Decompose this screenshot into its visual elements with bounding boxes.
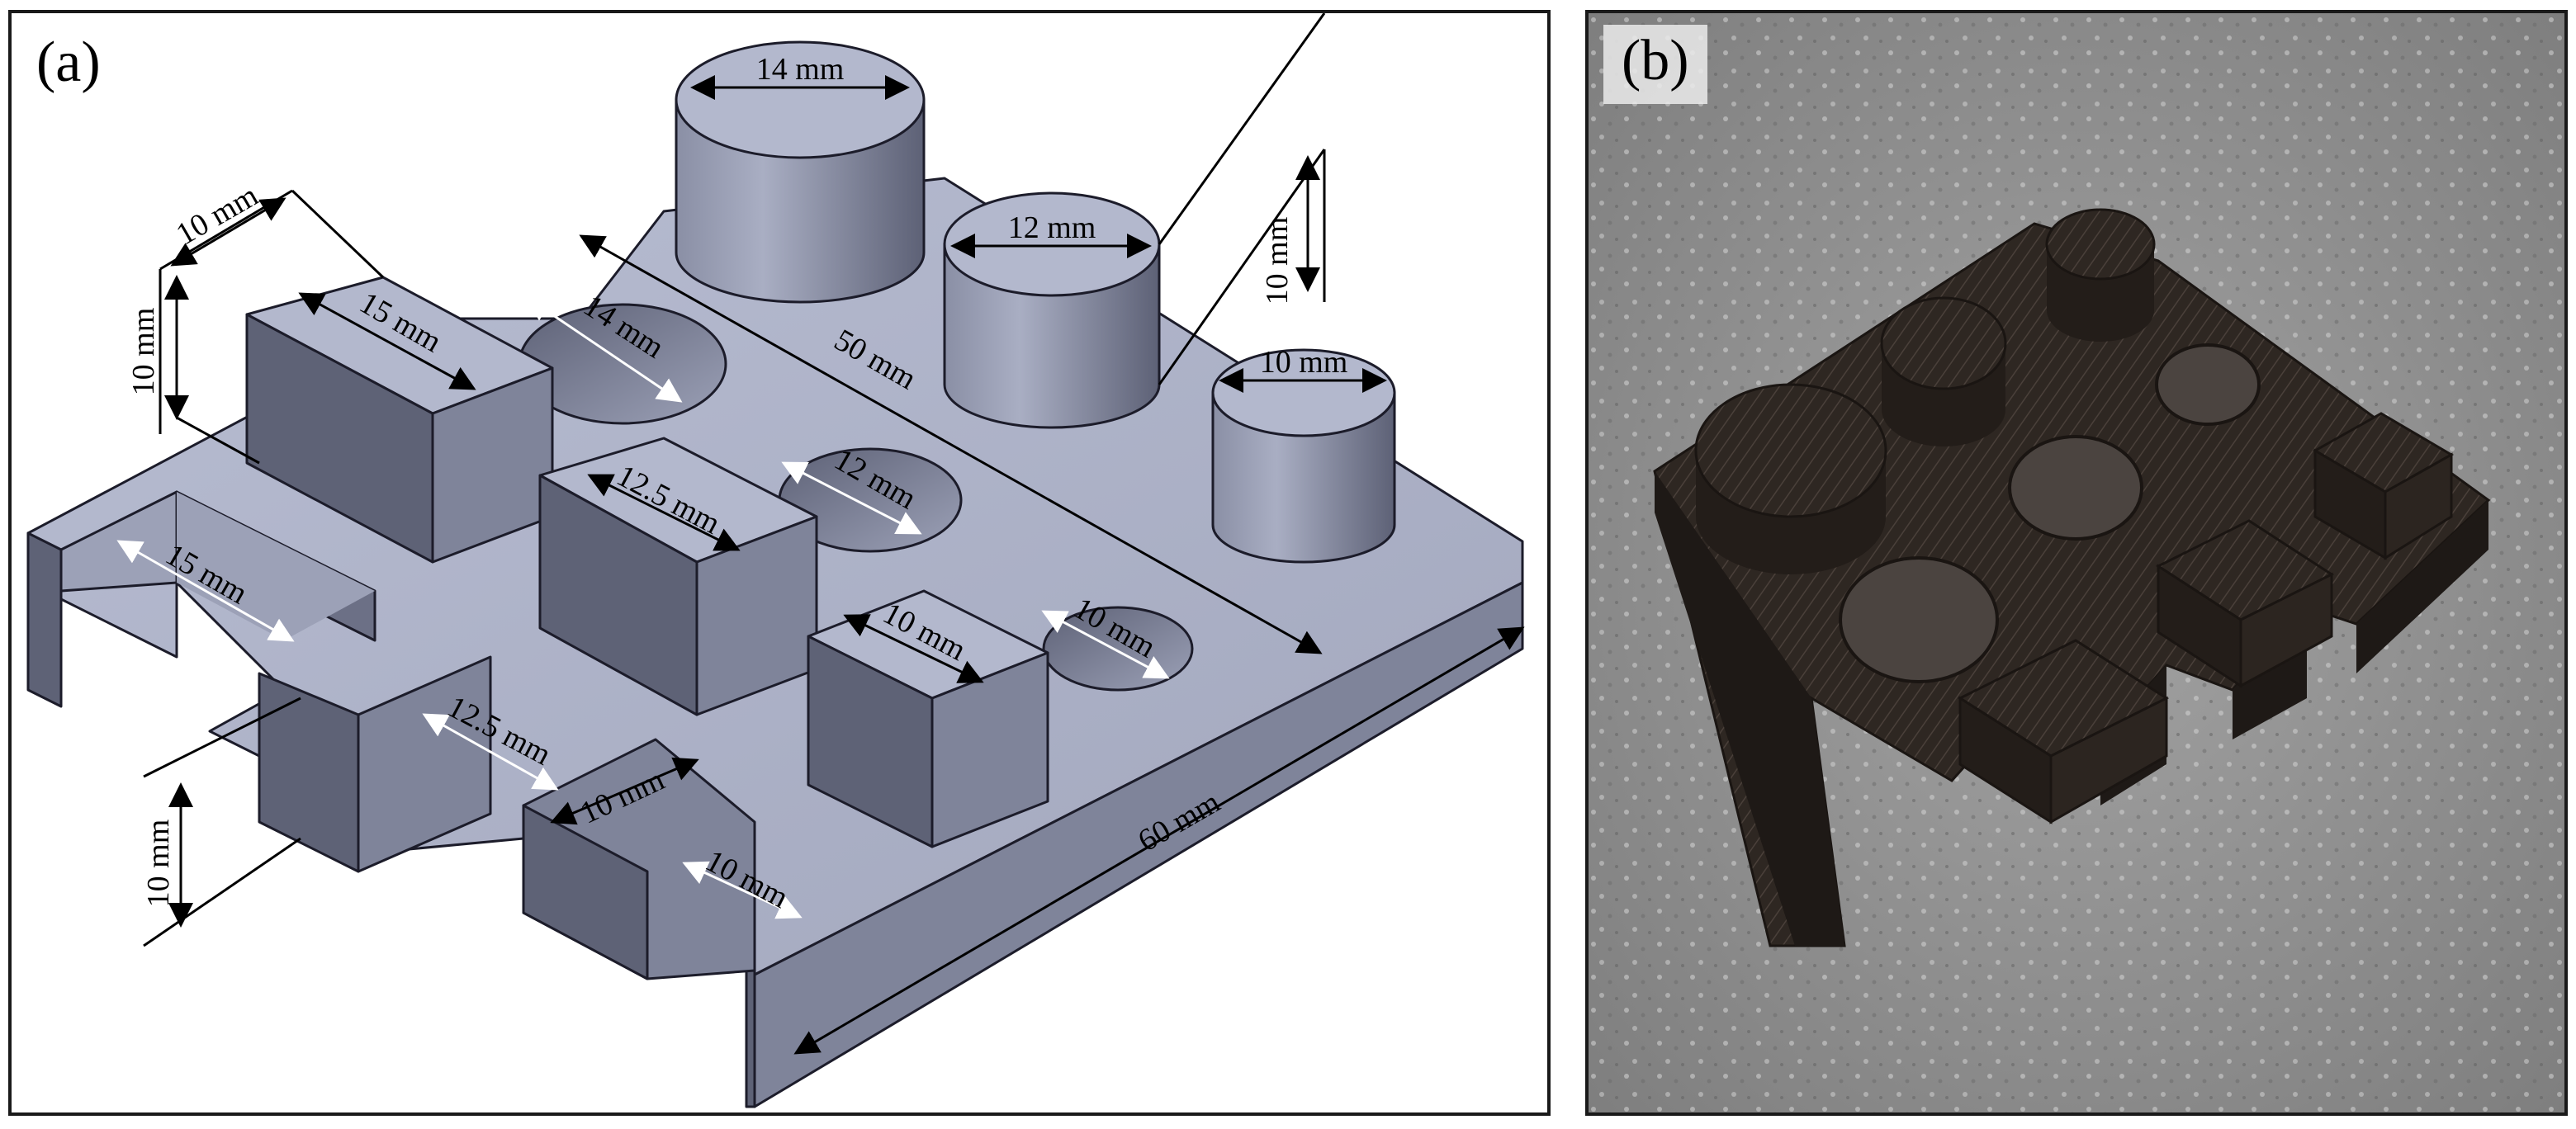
printed-part-photo bbox=[1589, 13, 2564, 1112]
dim-cylinder-10: 10 mm bbox=[1260, 345, 1348, 380]
dim-block15-height: 10 mm bbox=[126, 308, 161, 396]
printed-cylinder-medium bbox=[1880, 296, 2007, 446]
printed-block-medium bbox=[2155, 519, 2335, 688]
printed-block-small bbox=[2312, 412, 2455, 560]
printed-hole-large bbox=[1839, 556, 1999, 683]
dim-cylinder-14: 14 mm bbox=[756, 52, 845, 87]
panel-a-label: (a) bbox=[36, 31, 101, 94]
printed-hole-medium bbox=[2008, 435, 2143, 541]
dim-height-left: 10 mm bbox=[141, 820, 176, 908]
cylinder-10mm bbox=[1211, 348, 1396, 564]
printed-hole-small bbox=[2155, 343, 2261, 426]
panel-b-label: (b) bbox=[1603, 25, 1707, 104]
printed-block-large bbox=[1957, 639, 2170, 824]
cad-model-svg: 14 mm 12 mm 10 mm 10 mm 50 mm 60 mm 14 m… bbox=[26, 13, 1525, 1108]
dim-block15-width: 10 mm bbox=[170, 178, 263, 253]
printed-part bbox=[1653, 208, 2491, 947]
dim-cylinder-12: 12 mm bbox=[1008, 210, 1096, 245]
dimension-lines-white bbox=[116, 296, 1170, 919]
panel-b-photo: (b) bbox=[1585, 10, 2568, 1116]
panel-a-cad-drawing: 14 mm 12 mm 10 mm 10 mm 50 mm 60 mm 14 m… bbox=[8, 10, 1551, 1116]
printed-cylinder-large bbox=[1694, 383, 1887, 574]
dim-height-right: 10 mm bbox=[1260, 217, 1295, 305]
printed-cylinder-small bbox=[2045, 208, 2156, 342]
dimension-lines bbox=[143, 13, 1525, 1055]
